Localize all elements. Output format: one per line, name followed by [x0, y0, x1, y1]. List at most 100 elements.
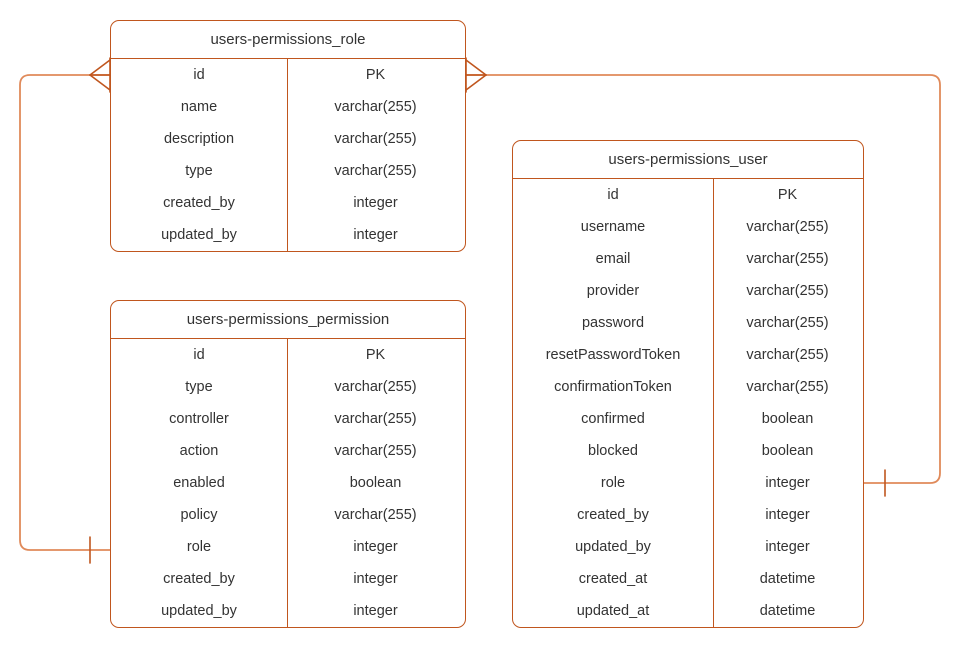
entity-users-permissions-permission[interactable]: users-permissions_permission id PK type …	[110, 300, 466, 628]
field-type: integer	[353, 539, 398, 555]
table-row[interactable]: type varchar(255)	[111, 155, 465, 187]
table-row[interactable]: created_at datetime	[513, 563, 863, 595]
table-row[interactable]: confirmationToken varchar(255)	[513, 371, 863, 403]
field-type: varchar(255)	[334, 443, 417, 459]
field-name: resetPasswordToken	[545, 347, 681, 363]
field-type: PK	[777, 187, 798, 203]
field-type: boolean	[761, 411, 814, 427]
field-name: id	[193, 67, 205, 83]
field-type: integer	[765, 507, 810, 523]
entity-title: users-permissions_role	[111, 21, 465, 59]
field-name: type	[185, 163, 213, 179]
table-row[interactable]: created_by integer	[513, 499, 863, 531]
table-row[interactable]: id PK	[111, 339, 465, 371]
field-name: confirmationToken	[554, 379, 672, 395]
table-row[interactable]: updated_by integer	[513, 531, 863, 563]
field-type: varchar(255)	[334, 507, 417, 523]
field-name: updated_by	[575, 539, 651, 555]
field-name: created_by	[163, 571, 235, 587]
table-row[interactable]: provider varchar(255)	[513, 275, 863, 307]
field-name: enabled	[173, 475, 225, 491]
field-type: varchar(255)	[334, 131, 417, 147]
field-type: varchar(255)	[334, 99, 417, 115]
table-row[interactable]: policy varchar(255)	[111, 499, 465, 531]
table-row[interactable]: blocked boolean	[513, 435, 863, 467]
field-name: description	[163, 131, 235, 147]
field-name: blocked	[588, 443, 638, 459]
field-name: updated_at	[576, 603, 650, 619]
field-type: integer	[353, 603, 398, 619]
table-row[interactable]: description varchar(255)	[111, 123, 465, 155]
field-name: action	[179, 443, 219, 459]
field-name: id	[193, 347, 205, 363]
crows-foot-marker-right	[465, 57, 487, 93]
table-row[interactable]: role integer	[111, 531, 465, 563]
entity-field-list: id PK username varchar(255) email varcha…	[513, 179, 863, 627]
field-type: integer	[765, 539, 810, 555]
entity-title: users-permissions_permission	[111, 301, 465, 339]
field-name: password	[581, 315, 645, 331]
field-type: integer	[353, 195, 398, 211]
field-type: boolean	[349, 475, 402, 491]
table-row[interactable]: resetPasswordToken varchar(255)	[513, 339, 863, 371]
column-divider	[287, 339, 288, 627]
column-divider	[713, 179, 714, 627]
connector-role-permission	[19, 74, 111, 551]
field-type: datetime	[759, 603, 816, 619]
field-name: updated_by	[161, 227, 237, 243]
entity-users-permissions-user[interactable]: users-permissions_user id PK username va…	[512, 140, 864, 628]
field-type: datetime	[759, 571, 816, 587]
table-row[interactable]: username varchar(255)	[513, 211, 863, 243]
table-row[interactable]: controller varchar(255)	[111, 403, 465, 435]
field-name: updated_by	[161, 603, 237, 619]
field-name: name	[180, 99, 218, 115]
table-row[interactable]: created_by integer	[111, 187, 465, 219]
field-name: policy	[180, 507, 218, 523]
entity-field-list: id PK name varchar(255) description varc…	[111, 59, 465, 251]
table-row[interactable]: enabled boolean	[111, 467, 465, 499]
field-name: id	[607, 187, 619, 203]
field-type: integer	[353, 227, 398, 243]
field-name: created_at	[578, 571, 648, 587]
field-type: varchar(255)	[334, 411, 417, 427]
table-row[interactable]: updated_by integer	[111, 219, 465, 251]
field-name: confirmed	[581, 411, 645, 427]
field-type: PK	[365, 67, 386, 83]
table-row[interactable]: confirmed boolean	[513, 403, 863, 435]
field-type: integer	[353, 571, 398, 587]
field-type: varchar(255)	[746, 315, 829, 331]
field-type: integer	[765, 475, 810, 491]
table-row[interactable]: updated_by integer	[111, 595, 465, 627]
field-type: varchar(255)	[334, 163, 417, 179]
field-type: varchar(255)	[746, 379, 829, 395]
entity-users-permissions-role[interactable]: users-permissions_role id PK name varcha…	[110, 20, 466, 252]
field-name: email	[595, 251, 631, 267]
table-row[interactable]: password varchar(255)	[513, 307, 863, 339]
table-row[interactable]: action varchar(255)	[111, 435, 465, 467]
field-name: created_by	[163, 195, 235, 211]
entity-title: users-permissions_user	[513, 141, 863, 179]
table-row[interactable]: type varchar(255)	[111, 371, 465, 403]
table-row[interactable]: id PK	[513, 179, 863, 211]
table-row[interactable]: name varchar(255)	[111, 91, 465, 123]
field-type: varchar(255)	[746, 347, 829, 363]
field-name: type	[185, 379, 213, 395]
field-name: created_by	[577, 507, 649, 523]
crows-foot-marker-left	[89, 57, 111, 93]
field-type: varchar(255)	[746, 251, 829, 267]
table-row[interactable]: created_by integer	[111, 563, 465, 595]
field-type: varchar(255)	[334, 379, 417, 395]
table-row[interactable]: updated_at datetime	[513, 595, 863, 627]
table-row[interactable]: role integer	[513, 467, 863, 499]
field-name: controller	[169, 411, 229, 427]
table-row[interactable]: email varchar(255)	[513, 243, 863, 275]
field-type: boolean	[761, 443, 814, 459]
field-type: PK	[365, 347, 386, 363]
field-name: provider	[586, 283, 640, 299]
entity-field-list: id PK type varchar(255) controller varch…	[111, 339, 465, 627]
field-type: varchar(255)	[746, 283, 829, 299]
field-name: role	[600, 475, 626, 491]
field-name: role	[186, 539, 212, 555]
table-row[interactable]: id PK	[111, 59, 465, 91]
